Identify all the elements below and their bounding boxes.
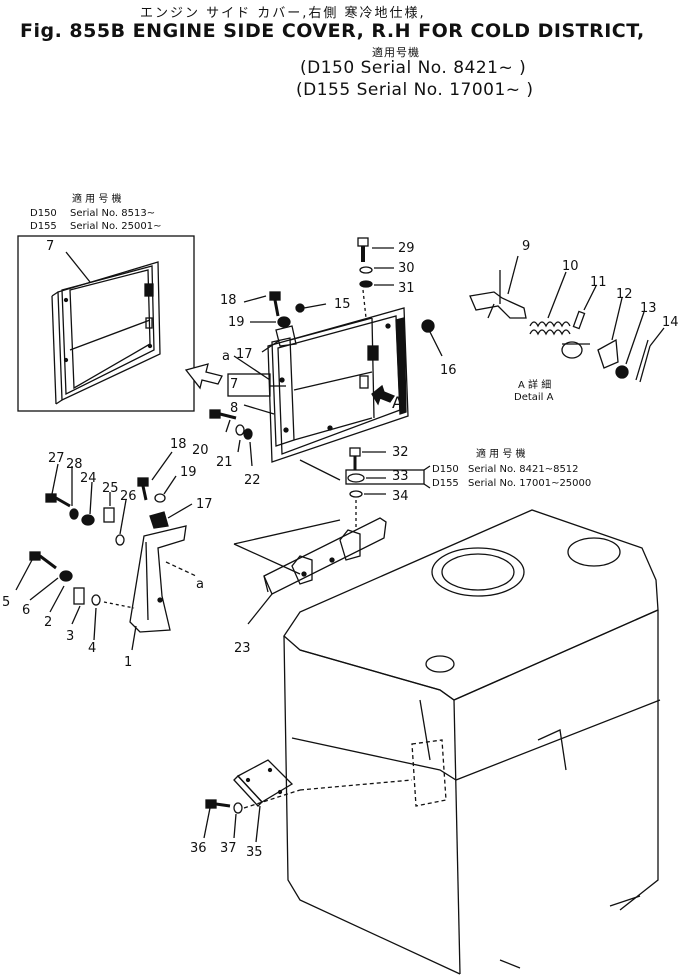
callout-36: 36 (190, 841, 207, 856)
panel-bolts-lower (209, 409, 253, 467)
callout-37: 37 (220, 841, 237, 856)
inset-note-serial1: Serial No. 8513~ (70, 208, 155, 219)
callout-31: 31 (398, 281, 415, 296)
callout-22: 22 (244, 473, 261, 488)
detail-a-latch: A 詳 細 Detail A (469, 255, 665, 403)
callout-23: 23 (234, 641, 251, 656)
serial-line-d155: (D155 Serial No. 17001~ ) (296, 80, 534, 100)
detail-a-en: Detail A (514, 392, 554, 403)
callout-18-upper: 18 (220, 293, 237, 308)
inset-variant-cover: 適 用 号 機 D150 Serial No. 8513~ D155 Seria… (17, 192, 223, 412)
mounting-bracket-23 (233, 447, 431, 625)
callout-bracket-7-8: a (222, 349, 286, 415)
callout-34: 34 (392, 489, 409, 504)
callout-8: 8 (230, 401, 238, 416)
callout-30: 30 (398, 261, 415, 276)
inset-note-model2: D155 (30, 221, 57, 232)
callout-27: 27 (48, 451, 65, 466)
callout-a-upper: a (222, 349, 230, 364)
callout-3: 3 (66, 629, 74, 644)
callout-4: 4 (88, 641, 96, 656)
detail-a-jp: A 詳 細 (518, 378, 551, 391)
inset-note-model1: D150 (30, 208, 57, 219)
figure-title: Fig. 855B ENGINE SIDE COVER, R.H FOR COL… (20, 20, 645, 42)
callout-17-lower: 17 (196, 497, 213, 512)
callout-a-lower: a (196, 577, 204, 592)
callout-28: 28 (66, 457, 83, 472)
callout-33: 33 (392, 469, 409, 484)
detail-arrow-label: A (392, 393, 403, 412)
inset-note-serial2: Serial No. 25001~ (70, 221, 161, 232)
callout-35: 35 (246, 845, 263, 860)
callout-11: 11 (590, 275, 607, 290)
bolt-note-model2: D155 (432, 478, 459, 489)
callout-29: 29 (398, 241, 415, 256)
engine-side-cover-panel (267, 307, 409, 463)
callout-10: 10 (562, 259, 579, 274)
inspection-cover-35 (203, 759, 413, 843)
inset-note-jp: 適 用 号 機 (72, 192, 122, 205)
callout-14: 14 (662, 315, 679, 330)
callout-25: 25 (102, 481, 119, 496)
panel-bolts-upper (243, 291, 443, 357)
callout-15: 15 (334, 297, 351, 312)
bolt-note-serial1: Serial No. 8421~8512 (468, 464, 579, 475)
left-bracket-assembly: a (15, 451, 204, 651)
callout-17-upper: 17 (236, 347, 253, 362)
callout-numbers: 1 2 3 4 5 6 7 8 9 10 11 12 13 14 15 16 1… (2, 239, 679, 860)
callout-18-lower: 18 (170, 437, 187, 452)
callout-2: 2 (44, 615, 52, 630)
top-bolt-set (357, 237, 394, 319)
callout-20: 20 (192, 443, 209, 458)
callout-19-lower: 19 (180, 465, 197, 480)
callout-5: 5 (2, 595, 10, 610)
applicable-serial-jp: 適用号機 (372, 46, 420, 59)
bolt-note-serial2: Serial No. 17001~25000 (468, 478, 591, 489)
callout-16: 16 (440, 363, 457, 378)
callout-6: 6 (22, 603, 30, 618)
callout-32: 32 (392, 445, 409, 460)
title-japanese: エンジン サイド カバー,右側 寒冷地仕様, (140, 6, 426, 21)
callout-12: 12 (616, 287, 633, 302)
callout-1: 1 (124, 655, 132, 670)
callout-9: 9 (522, 239, 530, 254)
callout-19-upper: 19 (228, 315, 245, 330)
bolt-note-model1: D150 (432, 464, 459, 475)
callout-7-inset: 7 (46, 239, 54, 254)
callout-7: 7 (230, 377, 238, 392)
callout-13: 13 (640, 301, 657, 316)
callout-21: 21 (216, 455, 233, 470)
serial-line-d150: (D150 Serial No. 8421~ ) (300, 58, 527, 78)
callout-26: 26 (120, 489, 137, 504)
callout-24: 24 (80, 471, 97, 486)
bolt-note-jp: 適 用 号 機 (476, 447, 526, 460)
fuel-tank-body (283, 509, 661, 975)
